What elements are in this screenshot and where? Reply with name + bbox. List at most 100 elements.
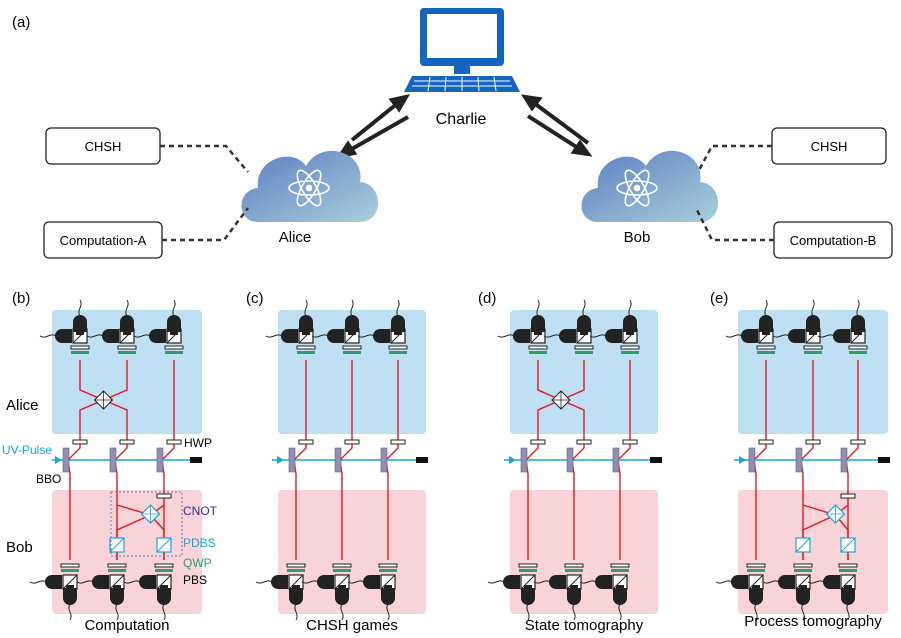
photon-path [617, 442, 631, 461]
panel-label-a: (a) [12, 14, 30, 31]
detector-icon [156, 584, 172, 621]
hwp-plate [622, 439, 638, 445]
detector-icon [62, 584, 78, 621]
pump-arrow-icon [277, 456, 284, 464]
bbo-crystal [566, 447, 574, 473]
photon-path [525, 442, 539, 461]
photon-path [845, 442, 859, 461]
pdbs-right [156, 537, 172, 553]
uv-pulse-label: UV-Pulse [2, 443, 52, 457]
setup-panel-2 [255, 299, 428, 621]
detector-icon [380, 584, 396, 621]
detector-icon [390, 299, 406, 336]
photon-path [293, 442, 307, 461]
server-label: Charlie [436, 111, 487, 128]
detector-icon [344, 299, 360, 336]
detector-icon [622, 299, 638, 336]
detector-icon [758, 299, 774, 336]
computer-monitor-icon [404, 8, 520, 92]
pbs-label: PBS [183, 573, 207, 587]
hwp-plate [758, 439, 774, 445]
detector-icon [520, 584, 536, 621]
hwp-plate [390, 439, 406, 445]
side-label-alice: Alice [6, 397, 39, 414]
detector-icon [29, 574, 63, 590]
pump-arrow-icon [739, 456, 746, 464]
beam-dump [878, 457, 890, 463]
alice-task-computation: Computation-A [43, 221, 163, 259]
bob-task-chsh: CHSH [771, 127, 887, 165]
detector-icon [166, 299, 182, 336]
beam-dump [416, 457, 428, 463]
pdbs-left [795, 537, 811, 553]
hwp-plate [166, 439, 182, 445]
bbo-crystal [380, 447, 388, 473]
hwp-plate [805, 439, 821, 445]
alice-task-chsh: CHSH [45, 127, 161, 165]
bob-task-links [694, 144, 774, 242]
photon-path [67, 442, 81, 461]
hwp-plate [530, 439, 546, 445]
cnot-waveplate [156, 493, 172, 499]
pump-arrow-icon [55, 456, 62, 464]
beam-dump [190, 457, 202, 463]
atom-icon [288, 169, 330, 207]
photon-path [161, 442, 175, 461]
hwp-plate [344, 439, 360, 445]
detector-icon [288, 584, 304, 621]
bbo-crystal [612, 447, 620, 473]
detector-icon [72, 299, 88, 336]
detector-icon [298, 299, 314, 336]
bbo-crystal [520, 447, 528, 473]
bbo-label: BBO [36, 472, 61, 486]
setup-panel-1 [29, 299, 202, 621]
pdbs-right [840, 537, 856, 553]
bob-task-computation: Computation-B [773, 221, 893, 259]
caption-computation: Computation [84, 617, 169, 633]
alice-label: Alice [279, 229, 312, 246]
detector-icon [487, 574, 521, 590]
caption-state-tomography: State tomography [525, 617, 644, 633]
svg-text:CHSH: CHSH [811, 139, 848, 154]
svg-text:Computation-A: Computation-A [60, 233, 147, 248]
setup-panel-4 [715, 299, 890, 621]
detector-icon [715, 574, 749, 590]
panel-label-b: (b) [12, 290, 30, 307]
alice-cloud-icon [241, 150, 378, 222]
detector-icon [255, 574, 289, 590]
photon-path [114, 442, 128, 461]
photon-path [339, 442, 353, 461]
link-alice-charlie [335, 94, 411, 159]
svg-text:CHSH: CHSH [85, 139, 122, 154]
detector-icon [805, 299, 821, 336]
bbo-crystal [795, 447, 803, 473]
alice-task-links [160, 144, 249, 242]
bbo-crystal [62, 447, 70, 473]
hwp-label: HWP [184, 436, 212, 450]
bbo-crystal [288, 447, 296, 473]
photon-path [571, 442, 585, 461]
optical-setups [29, 299, 890, 621]
hwp-plate [298, 439, 314, 445]
pump-arrow-icon [509, 456, 516, 464]
cnot-label: CNOT [183, 504, 218, 518]
qwp-label: QWP [183, 556, 212, 570]
bbo-crystal [840, 447, 848, 473]
setup-panel-3 [487, 299, 662, 621]
hwp-plate [72, 439, 88, 445]
cnot-dashed-box [110, 491, 183, 557]
caption-chsh-games: CHSH games [306, 617, 398, 633]
atom-icon [616, 169, 658, 207]
photon-path [753, 442, 767, 461]
detector-icon [612, 584, 628, 621]
bob-cloud-icon [581, 150, 718, 222]
photon-path [800, 442, 814, 461]
detector-icon [119, 299, 135, 336]
detector-icon [109, 584, 125, 621]
caption-process-tomography: Process tomography [744, 613, 882, 630]
beam-dump [650, 457, 662, 463]
panel-label-e: (e) [710, 290, 728, 307]
bbo-crystal [109, 447, 117, 473]
